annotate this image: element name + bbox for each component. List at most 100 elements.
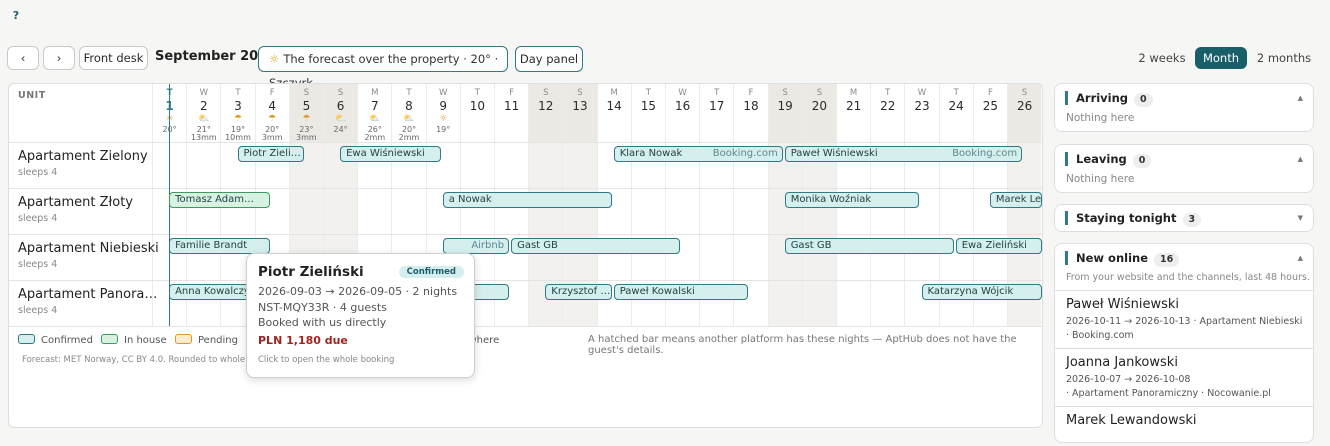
collapse-icon[interactable]: ▲ xyxy=(1297,94,1303,102)
booking-bar[interactable]: Marek Lewandowski xyxy=(989,192,1042,208)
day-dow: T xyxy=(235,88,241,98)
booking-bar[interactable]: Tomasz Adam… xyxy=(169,192,270,208)
unit-name[interactable]: Apartament Panora… xyxy=(18,287,158,302)
range-2-weeks[interactable]: 2 weeks xyxy=(1138,51,1186,65)
help-button[interactable]: ? xyxy=(12,9,20,22)
day-num: 15 xyxy=(640,99,657,113)
forecast-button[interactable]: ☼The forecast over the property · 20° · … xyxy=(258,46,508,90)
day-num: 2 xyxy=(199,99,208,113)
booking-bar[interactable]: Katarzyna Wójcik xyxy=(921,284,1042,300)
list-item-channel: · Apartament Panoramiczny · Nocowanie.pl xyxy=(1066,388,1271,399)
collapse-icon[interactable]: ▲ xyxy=(1297,254,1303,262)
booking-guest: Paweł Kowalski xyxy=(619,286,695,297)
booking-guest: Anna Kowalczyk xyxy=(175,286,256,297)
range-2-months[interactable]: 2 months xyxy=(1256,51,1312,65)
booking-bar[interactable]: Airbnb xyxy=(442,238,510,254)
forecast-credit: Forecast: MET Norway, CC BY 4.0. Rounded… xyxy=(22,355,271,365)
weather-icon: ☂ xyxy=(302,114,311,124)
legend-label: Confirmed xyxy=(41,335,93,346)
weather-icon xyxy=(700,114,733,125)
day-dow: F xyxy=(269,88,275,98)
unit-column-header: UNIT xyxy=(18,90,46,101)
leaving-header: Leaving 0 xyxy=(1065,152,1152,168)
unit-name[interactable]: Apartament Zielony xyxy=(18,149,148,164)
day-dow: W xyxy=(199,88,208,98)
weather-icon xyxy=(905,114,938,125)
booking-bar[interactable]: Paweł Kowalski xyxy=(613,284,749,300)
unit-name[interactable]: Apartament Złoty xyxy=(18,195,133,210)
day-dow: W xyxy=(917,88,927,98)
day-rain: 2mm xyxy=(364,133,386,142)
day-dow: S xyxy=(577,88,583,98)
leaving-count: 0 xyxy=(1132,154,1152,168)
day-dow: T xyxy=(645,88,651,98)
front-desk-button[interactable]: Front desk xyxy=(79,46,148,70)
booking-bar[interactable]: Ewa Wiśniewski xyxy=(340,146,441,162)
hatch-note: A hatched bar means another platform has… xyxy=(588,334,1017,356)
booking-bar[interactable]: Monika Woźniak xyxy=(784,192,920,208)
next-month-button[interactable]: › xyxy=(43,46,75,70)
weather-icon: ⛅ xyxy=(334,114,347,124)
booking-bar[interactable]: Gast GB xyxy=(511,238,681,254)
unit-name[interactable]: Apartament Niebieski xyxy=(18,241,159,256)
booking-guest: a Nowak xyxy=(448,194,492,205)
booking-bar[interactable]: Familie Brandt xyxy=(169,238,270,254)
weather-icon xyxy=(837,114,870,125)
unit-capacity: sleeps 4 xyxy=(18,259,58,270)
list-item[interactable]: Joanna Jankowski 2026-10-07 → 2026-10-08… xyxy=(1055,348,1313,406)
leaving-title: Leaving xyxy=(1076,152,1127,166)
list-item[interactable]: Marek Lewandowski xyxy=(1055,406,1313,446)
booking-bar[interactable]: Krzysztof … xyxy=(545,284,612,300)
day-dow: T xyxy=(953,88,959,98)
day-panel-button[interactable]: Day panel xyxy=(515,46,583,72)
range-month[interactable]: Month xyxy=(1195,47,1247,69)
booking-popover[interactable]: Piotr Zieliński Confirmed 2026-09-03 → 2… xyxy=(246,253,475,378)
booking-bar[interactable]: Gast GB xyxy=(784,238,954,254)
booking-bar[interactable]: Piotr Zieli… xyxy=(237,146,304,162)
prev-month-button[interactable]: ‹ xyxy=(7,46,39,70)
booking-bar[interactable]: a Nowak xyxy=(442,192,612,208)
booking-guest: Katarzyna Wójcik xyxy=(927,286,1014,297)
booking-bar[interactable]: Ewa Zieliński xyxy=(955,238,1042,254)
collapse-icon[interactable]: ▲ xyxy=(1297,155,1303,163)
day-num: 24 xyxy=(948,99,964,113)
expand-icon[interactable]: ▼ xyxy=(1297,214,1303,222)
day-dow: W xyxy=(678,88,687,98)
day-dow: W xyxy=(438,88,448,98)
chevron-right-icon: › xyxy=(56,51,62,65)
day-num: 5 xyxy=(302,99,311,113)
list-item[interactable]: Paweł Wiśniewski 2026-10-11 → 2026-10-13… xyxy=(1055,290,1313,348)
day-rain: 13mm xyxy=(190,133,217,142)
